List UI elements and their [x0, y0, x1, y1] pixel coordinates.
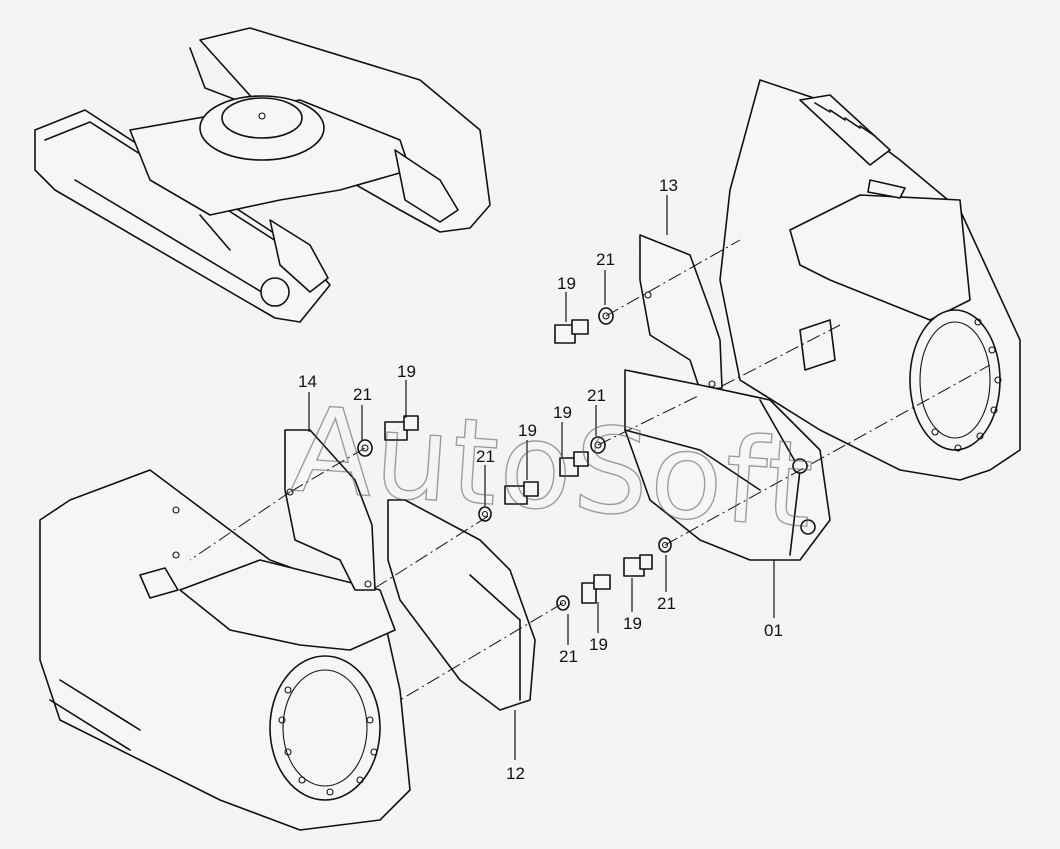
callout-19-top: 19 — [557, 274, 576, 293]
left-frame-section — [39, 469, 411, 831]
callout-21-mid: 21 — [476, 447, 495, 466]
callout-01: 01 — [764, 621, 783, 640]
callout-19-left: 19 — [397, 362, 416, 381]
callout-19-center: 19 — [553, 403, 572, 422]
cover-plate-12 — [387, 499, 536, 711]
callout-21-right: 21 — [657, 594, 676, 613]
bolt-holes-right — [931, 318, 1002, 452]
callout-19-right: 19 — [623, 614, 642, 633]
cover-plate-14 — [284, 429, 376, 591]
bolt-holes-left — [278, 686, 378, 796]
callout-13: 13 — [659, 176, 678, 195]
leader-lines — [308, 195, 775, 760]
right-frame-section — [719, 79, 1021, 481]
bolt-19-left — [384, 415, 419, 441]
callout-19-mid: 19 — [518, 421, 537, 440]
cover-plate-13 — [639, 234, 723, 391]
callout-14: 14 — [298, 372, 317, 391]
assembly-lines — [189, 239, 991, 701]
bolt-19-top — [554, 319, 589, 344]
bolt-19-center — [559, 451, 589, 477]
motor-cover-01 — [624, 369, 831, 561]
callout-19-bottom: 19 — [589, 635, 608, 654]
callout-12: 12 — [506, 764, 525, 783]
washer-21-mid — [478, 506, 492, 522]
callout-21-bottom: 21 — [559, 647, 578, 666]
track-frame-overview — [34, 27, 491, 323]
bolt-19-mid — [504, 481, 539, 505]
bolt-19-bottom — [581, 574, 611, 604]
callout-21-center: 21 — [587, 386, 606, 405]
callout-21-left: 21 — [353, 385, 372, 404]
callout-21-top: 21 — [596, 250, 615, 269]
bolt-19-right — [623, 554, 653, 577]
